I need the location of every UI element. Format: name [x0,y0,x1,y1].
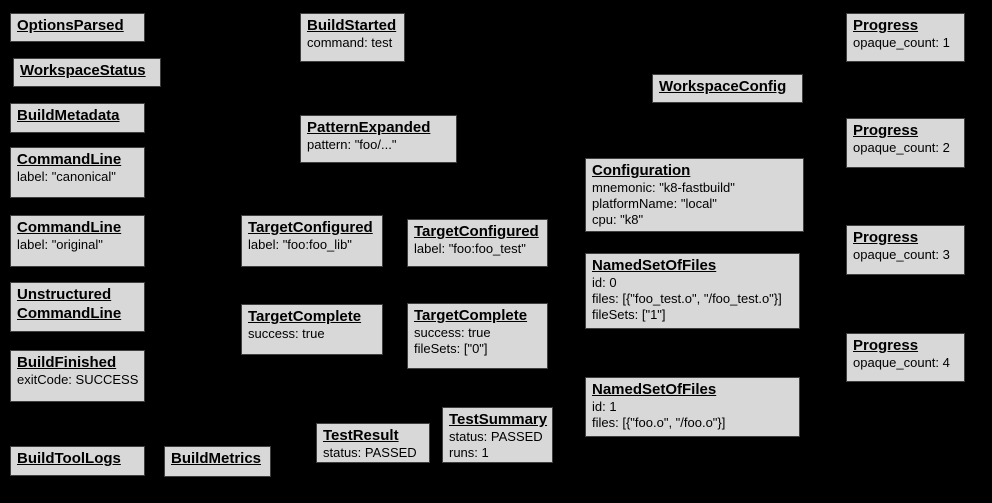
box-line: opaque_count: 1 [853,35,950,50]
box-title: WorkspaceConfig [659,78,787,95]
box-workspace-status: WorkspaceStatus [13,58,161,87]
box-test-result: TestResult status: PASSED [316,423,430,463]
box-build-started: BuildStarted command: test [300,13,405,62]
box-title: TargetConfigured [248,219,373,236]
box-line: fileSets: ["0"] [414,341,488,356]
box-title: TestSummary [449,411,548,428]
box-title: NamedSetOfFiles [592,381,717,398]
box-configuration: Configuration mnemonic: "k8-fastbuild" p… [585,158,804,232]
box-line: label: "foo:foo_lib" [248,237,352,252]
box-line: label: "original" [17,237,103,252]
box-target-configured-test: TargetConfigured label: "foo:foo_test" [407,219,548,267]
box-title: TargetComplete [414,307,528,324]
box-line: runs: 1 [449,445,489,460]
box-title: TestResult [323,427,399,444]
box-target-complete-test: TargetComplete success: true fileSets: [… [407,303,548,369]
box-progress-3: Progress opaque_count: 3 [846,225,965,275]
box-pattern-expanded: PatternExpanded pattern: "foo/..." [300,115,457,163]
box-title: TargetConfigured [414,223,539,240]
box-line: label: "canonical" [17,169,116,184]
box-title: NamedSetOfFiles [592,257,717,274]
box-target-configured-lib: TargetConfigured label: "foo:foo_lib" [241,215,383,267]
box-command-line-canonical: CommandLine label: "canonical" [10,147,145,198]
box-command-line-original: CommandLine label: "original" [10,215,145,267]
box-line: pattern: "foo/..." [307,137,397,152]
box-line: id: 1 [592,399,617,414]
box-title: BuildMetrics [171,450,262,467]
box-progress-4: Progress opaque_count: 4 [846,333,965,382]
box-line: success: true [248,326,325,341]
box-title: BuildFinished [17,354,117,371]
box-line: command: test [307,35,393,50]
box-title: PatternExpanded [307,119,431,136]
box-title: Progress [853,229,919,246]
box-line: platformName: "local" [592,196,717,211]
box-build-tool-logs: BuildToolLogs [10,446,145,476]
box-test-summary: TestSummary status: PASSED runs: 1 [442,407,553,463]
box-title: BuildToolLogs [17,450,121,467]
box-title: TargetComplete [248,308,362,325]
box-line: id: 0 [592,275,617,290]
box-title: CommandLine [17,219,122,236]
box-target-complete-lib: TargetComplete success: true [241,304,383,355]
box-options-parsed: OptionsParsed [10,13,145,42]
box-title: Progress [853,337,919,354]
box-line: exitCode: SUCCESS [17,372,139,387]
box-title: Progress [853,122,919,139]
box-line: status: PASSED [323,445,417,460]
box-build-finished: BuildFinished exitCode: SUCCESS [10,350,145,402]
box-line: fileSets: ["1"] [592,307,666,322]
box-build-metadata: BuildMetadata [10,103,145,133]
box-build-metrics: BuildMetrics [164,446,271,477]
box-title: Unstructured CommandLine [17,286,122,322]
box-title: OptionsParsed [17,17,124,34]
box-line: cpu: "k8" [592,212,644,227]
box-line: files: [{"foo.o", "/foo.o"}] [592,415,726,430]
box-title: BuildMetadata [17,107,120,124]
box-title: Progress [853,17,919,34]
box-title: CommandLine [17,151,122,168]
box-line: status: PASSED [449,429,543,444]
box-named-set-of-files-0: NamedSetOfFiles id: 0 files: [{"foo_test… [585,253,800,329]
box-line: success: true [414,325,491,340]
box-line: files: [{"foo_test.o", "/foo_test.o"}] [592,291,782,306]
box-line: opaque_count: 4 [853,355,950,370]
box-line: opaque_count: 2 [853,140,950,155]
box-progress-1: Progress opaque_count: 1 [846,13,965,62]
box-title: WorkspaceStatus [20,62,146,79]
box-title: Configuration [592,162,691,179]
box-line: mnemonic: "k8-fastbuild" [592,180,735,195]
box-progress-2: Progress opaque_count: 2 [846,118,965,168]
box-named-set-of-files-1: NamedSetOfFiles id: 1 files: [{"foo.o", … [585,377,800,437]
box-unstructured-command-line: Unstructured CommandLine [10,282,145,332]
box-title: BuildStarted [307,17,397,34]
box-line: label: "foo:foo_test" [414,241,526,256]
box-line: opaque_count: 3 [853,247,950,262]
box-workspace-config: WorkspaceConfig [652,74,803,103]
